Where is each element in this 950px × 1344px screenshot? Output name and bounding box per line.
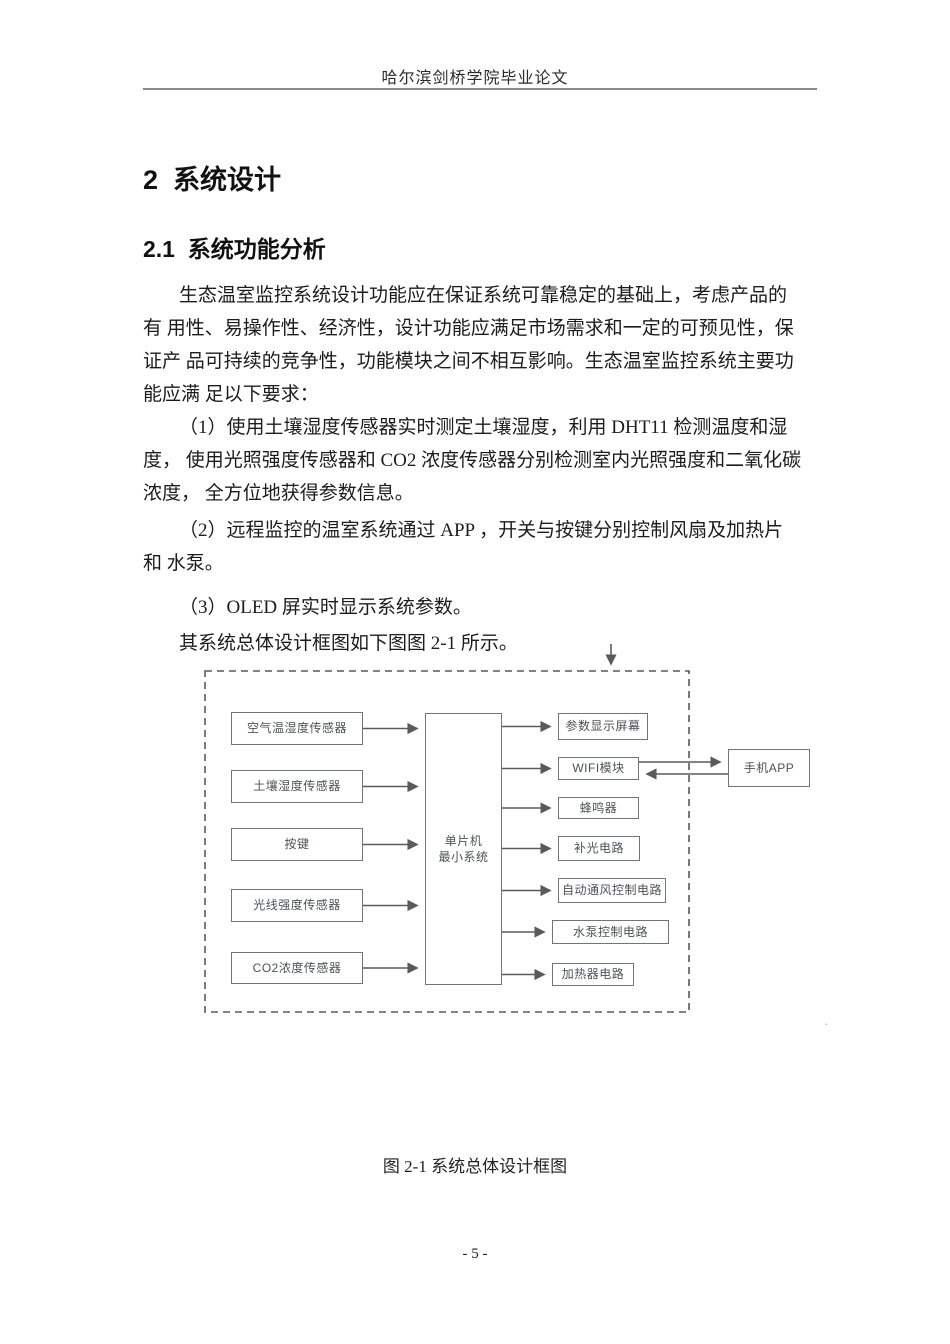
text-line: 有 用性、易操作性、经济性，设计功能应满足市场需求和一定的可预见性，保 — [143, 318, 794, 339]
text-line: 浓度， 全方位地获得参数信息。 — [143, 483, 414, 504]
block-buzzer: 蜂鸣器 — [558, 797, 639, 819]
block-heater-circuit: 加热器电路 — [552, 963, 634, 986]
paragraph-item-2: （2）远程监控的温室系统通过 APP ，开关与按键分别控制风扇及加热片 和 水泵… — [143, 514, 819, 580]
text-line: 生态温室监控系统设计功能应在保证系统可靠稳定的基础上，考虑产品的 — [179, 285, 788, 306]
block-co2-sensor: CO2浓度传感器 — [231, 952, 363, 984]
block-auto-ventilation-control-circuit: 自动通风控制电路 — [558, 878, 666, 903]
page-number: - 5 - — [462, 1246, 488, 1262]
block-soil-moisture-sensor: 土壤湿度传感器 — [231, 770, 363, 803]
text-line: 度， 使用光照强度传感器和 CO2 浓度传感器分别检测室内光照强度和二氧化碳 — [143, 450, 802, 471]
paragraph-figure-ref: 其系统总体设计框图如下图图 2-1 所示。 — [143, 627, 819, 660]
paragraph-item-3: （3）OLED 屏实时显示系统参数。 — [143, 591, 819, 624]
paragraph-item-1: （1）使用土壤湿度传感器实时测定土壤湿度，利用 DHT11 检测温度和湿 度， … — [143, 411, 819, 510]
block-phone-app: 手机APP — [728, 749, 810, 787]
mcu-label-line-2: 最小系统 — [438, 850, 489, 864]
stray-mark: · — [824, 1018, 829, 1033]
mcu-label-line-1: 单片机 — [444, 833, 483, 848]
block-fill-light-circuit: 补光电路 — [558, 836, 640, 861]
text-line: 能应满 足以下要求： — [143, 384, 319, 405]
block-air-temp-humidity-sensor: 空气温湿度传感器 — [231, 712, 363, 745]
text-line: （2）远程监控的温室系统通过 APP ，开关与按键分别控制风扇及加热片 — [179, 520, 784, 541]
text-line: 和 水泵。 — [143, 553, 224, 574]
header-title: 哈尔滨剑桥学院毕业论文 — [381, 70, 569, 87]
diagram-connectors — [204, 644, 728, 1013]
text-line: （1）使用土壤湿度传感器实时测定土壤湿度，利用 DHT11 检测温度和湿 — [179, 417, 788, 438]
subsection-heading: 2.1 系统功能分析 — [143, 236, 326, 262]
figure-system-block-diagram: 空气温湿度传感器 土壤湿度传感器 按键 光线强度传感器 CO2浓度传感器 单片机… — [195, 640, 843, 1040]
header-rule — [143, 88, 817, 90]
block-buttons: 按键 — [231, 828, 363, 861]
block-water-pump-control-circuit: 水泵控制电路 — [552, 920, 669, 944]
text-line: （3）OLED 屏实时显示系统参数。 — [179, 597, 472, 618]
system-boundary-dashed-box — [204, 670, 690, 1013]
block-parameter-display-screen: 参数显示屏幕 — [558, 713, 648, 740]
section-heading: 2 系统设计 — [143, 165, 282, 195]
text-line: 其系统总体设计框图如下图图 2-1 所示。 — [179, 633, 518, 654]
block-mcu-minimum-system: 单片机 最小系统 — [425, 713, 502, 985]
text-line: 证产 品可持续的竞争性，功能模块之间不相互影响。生态温室监控系统主要功 — [143, 351, 794, 372]
block-wifi-module: WIFI模块 — [558, 757, 639, 780]
paragraph-intro: 生态温室监控系统设计功能应在保证系统可靠稳定的基础上，考虑产品的 有 用性、易操… — [143, 279, 819, 411]
figure-caption: 图 2-1 系统总体设计框图 — [382, 1157, 568, 1176]
block-light-intensity-sensor: 光线强度传感器 — [231, 889, 363, 922]
